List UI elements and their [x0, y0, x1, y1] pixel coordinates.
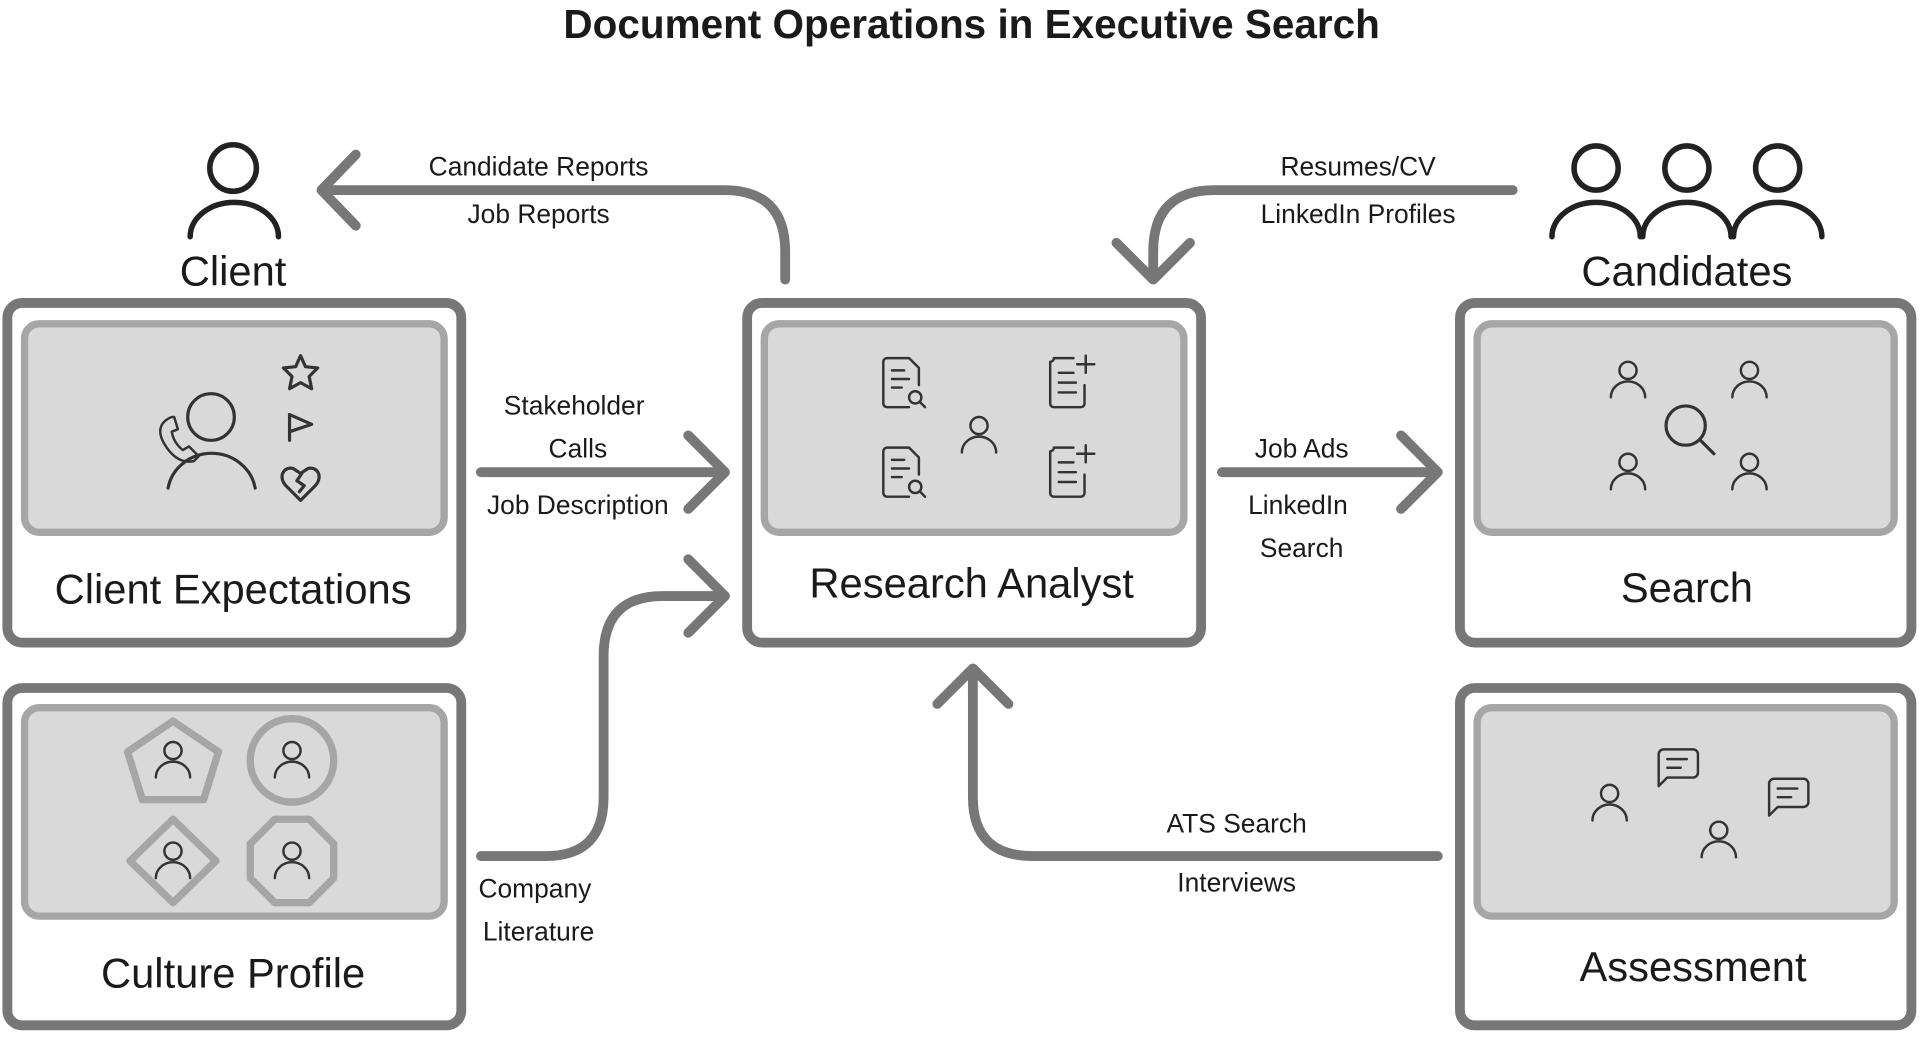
broken-heart-icon — [280, 466, 321, 502]
flow-label: Resumes/CV — [1280, 151, 1436, 181]
arrow-analyst-to-search — [1217, 430, 1443, 514]
flow-label: ATS Search — [1167, 809, 1307, 839]
arrow-assessment-to-analyst — [932, 663, 1443, 861]
candidates-label: Candidates — [1581, 248, 1792, 295]
culture-profile-box[interactable]: Culture Profile — [2, 683, 467, 1031]
flow-label: Candidate Reports — [429, 151, 649, 181]
diagram-title: Document Operations in Executive Search — [563, 1, 1380, 47]
search-label: Search — [1621, 564, 1753, 611]
candidates-actor-icon — [1549, 143, 1825, 240]
assessment-label: Assessment — [1579, 943, 1806, 990]
flag-icon — [287, 412, 314, 442]
client-expectations-label: Client Expectations — [55, 565, 412, 612]
flow-label: Search — [1260, 533, 1344, 563]
arrow-analyst-to-client — [316, 149, 791, 285]
client-call-icon — [159, 392, 257, 490]
flow-label: Job Reports — [468, 199, 610, 229]
flow-label: Company — [478, 874, 592, 904]
client-expectations-box[interactable]: Client Expectations — [2, 298, 467, 648]
client-label: Client — [180, 248, 287, 295]
culture-profile-label: Culture Profile — [101, 949, 365, 996]
flow-label: Calls — [549, 433, 608, 463]
arrow-client-to-analyst — [476, 430, 730, 514]
assessment-box[interactable]: Assessment — [1455, 683, 1917, 1031]
flow-label: Literature — [483, 917, 594, 947]
flow-label: Job Description — [487, 490, 669, 520]
research-analyst-label: Research Analyst — [809, 559, 1134, 606]
flow-label: Job Ads — [1255, 433, 1349, 463]
arrow-candidates-to-analyst — [1111, 185, 1518, 285]
research-analyst-box[interactable]: Research Analyst — [742, 298, 1206, 648]
magnifier-icon — [1664, 404, 1716, 456]
flow-label: LinkedIn Profiles — [1261, 199, 1456, 229]
client-actor-icon — [187, 141, 282, 240]
flow-label: Stakeholder — [504, 391, 645, 421]
flow-label: Interviews — [1177, 868, 1296, 898]
flow-label: LinkedIn — [1248, 490, 1348, 520]
search-box[interactable]: Search — [1455, 298, 1917, 648]
arrow-culture-to-analyst — [476, 554, 730, 861]
star-icon — [281, 354, 320, 391]
